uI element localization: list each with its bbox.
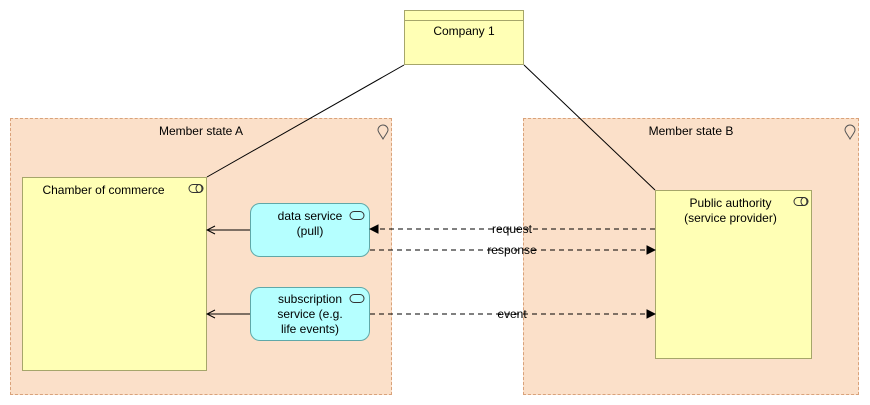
group-title-b: Member state B: [648, 124, 734, 138]
location-pin-icon: [377, 124, 389, 140]
subscription-label-line3: life events): [280, 322, 340, 336]
business-role-icon: [188, 184, 204, 193]
authority-label-line1: Public authority: [689, 196, 772, 210]
subscription-label-line2: service (e.g.: [277, 307, 343, 321]
chamber-of-commerce-node[interactable]: Chamber of commerce: [22, 177, 207, 371]
chamber-label: Chamber of commerce: [42, 183, 165, 197]
data-service-label-line1: data service: [277, 209, 343, 223]
subscription-label-line1: subscription: [277, 292, 343, 306]
location-pin-icon: [844, 124, 856, 140]
service-icon: [349, 294, 365, 303]
flow-label-response: response: [487, 243, 537, 257]
data-service-node[interactable]: data service (pull): [250, 203, 370, 257]
data-service-label-line2: (pull): [296, 224, 324, 238]
service-icon: [349, 211, 365, 220]
company-header-band: [405, 11, 523, 21]
company-node[interactable]: Company 1: [404, 10, 524, 65]
flow-label-request: request: [491, 222, 533, 236]
subscription-service-node[interactable]: subscription service (e.g. life events): [250, 287, 370, 341]
flow-label-event: event: [497, 307, 527, 321]
association-company-chamber[interactable]: [206, 64, 405, 178]
public-authority-node[interactable]: Public authority (service provider): [655, 190, 812, 359]
authority-label-line2: (service provider): [684, 211, 777, 225]
company-label: Company 1: [433, 24, 495, 38]
group-title-a: Member state A: [158, 124, 244, 138]
business-role-icon: [793, 197, 809, 206]
association-company-authority[interactable]: [523, 64, 656, 191]
